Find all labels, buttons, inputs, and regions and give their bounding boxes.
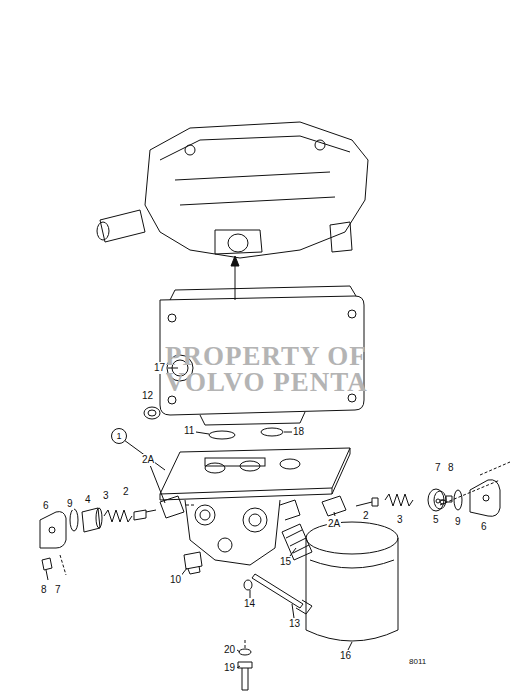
callout-number: 3	[396, 514, 404, 526]
callout-number: 18	[292, 426, 305, 438]
valve-parts-right	[322, 462, 510, 516]
engine-block	[97, 122, 368, 258]
leader-lines	[124, 368, 352, 668]
callout-number: 11	[183, 425, 195, 437]
callout-number: 2A	[327, 518, 341, 530]
callout-number: 3	[102, 490, 110, 502]
callout-number: 8	[447, 462, 455, 474]
callout-number: 2	[122, 486, 130, 498]
callout-number: 13	[288, 618, 301, 630]
oil-filter-bracket	[160, 448, 350, 565]
callout-number: 7	[434, 462, 442, 474]
callout-number: 6	[480, 521, 488, 533]
callout-number: 2	[362, 510, 370, 522]
callout-number: 7	[54, 584, 62, 596]
valve-parts-left	[40, 496, 196, 580]
watermark: VOLVO PENTA	[164, 368, 369, 396]
callout-number: 19	[223, 662, 236, 674]
callout-number: 8011	[408, 656, 427, 668]
callout-number: 20	[223, 644, 236, 656]
oil-filter	[306, 522, 398, 641]
callout-number: 16	[339, 650, 352, 662]
callout-number: 5	[432, 514, 440, 526]
callout-number: 12	[141, 390, 154, 402]
callout-circle: 1	[111, 428, 127, 444]
callout-number: 14	[243, 598, 256, 610]
watermark: PROPERTY OF	[164, 342, 368, 370]
callout-number: 2A	[141, 454, 155, 466]
callout-number: 17	[153, 362, 166, 374]
callout-number: 8	[40, 584, 48, 596]
callout-number: 6	[42, 500, 50, 512]
callout-number: 9	[454, 516, 462, 528]
callout-number: 9	[66, 498, 74, 510]
callout-number: 1	[116, 431, 121, 441]
callout-number: 15	[279, 556, 292, 568]
callout-number: 10	[169, 574, 182, 586]
callout-number: 4	[84, 494, 92, 506]
